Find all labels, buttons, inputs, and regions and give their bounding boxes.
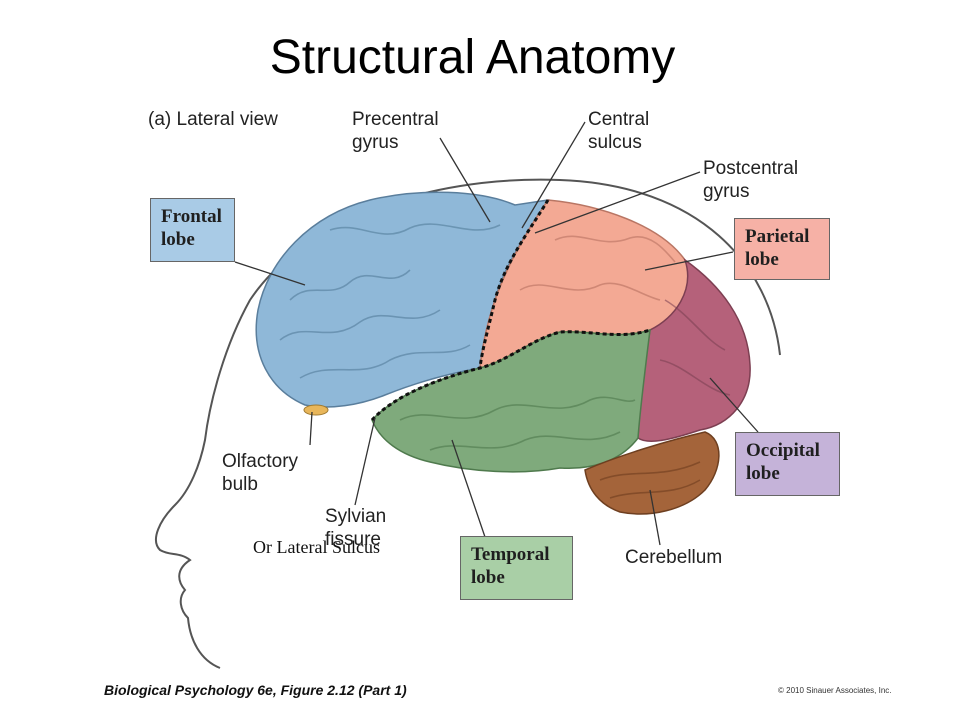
occipital-lobe-label: Occipital lobe — [735, 432, 840, 496]
temporal-lobe-label: Temporal lobe — [460, 536, 573, 600]
panel-label: (a) Lateral view — [148, 109, 278, 130]
central-sulcus-label: Central sulcus — [588, 109, 650, 153]
frontal-lobe-label: Frontal lobe — [150, 198, 235, 262]
precentral-gyrus-label: Precentral gyrus — [352, 109, 439, 153]
sylvian-fissure-label: Sylvian fissure — [325, 506, 387, 550]
slide-title: Structural Anatomy — [269, 31, 676, 84]
figure-source: Biological Psychology 6e, Figure 2.12 (P… — [104, 682, 407, 698]
sylvian-fissure-line — [370, 328, 651, 422]
central-sulcus-line — [478, 199, 550, 369]
lateral-sulcus-note: Or Lateral Sulcus — [253, 537, 380, 557]
postcentral-gyrus-label: Postcentral gyrus — [703, 158, 799, 202]
occipital-lobe — [637, 258, 751, 443]
olfactory-bulb-shape — [303, 404, 329, 416]
cerebellum-label: Cerebellum — [625, 547, 723, 568]
parietal-lobe-label: Parietal lobe — [734, 218, 830, 280]
copyright: © 2010 Sinauer Associates, Inc. — [778, 686, 892, 695]
head-outline — [155, 178, 781, 669]
olfactory-bulb-label: Olfactory bulb — [222, 451, 299, 495]
